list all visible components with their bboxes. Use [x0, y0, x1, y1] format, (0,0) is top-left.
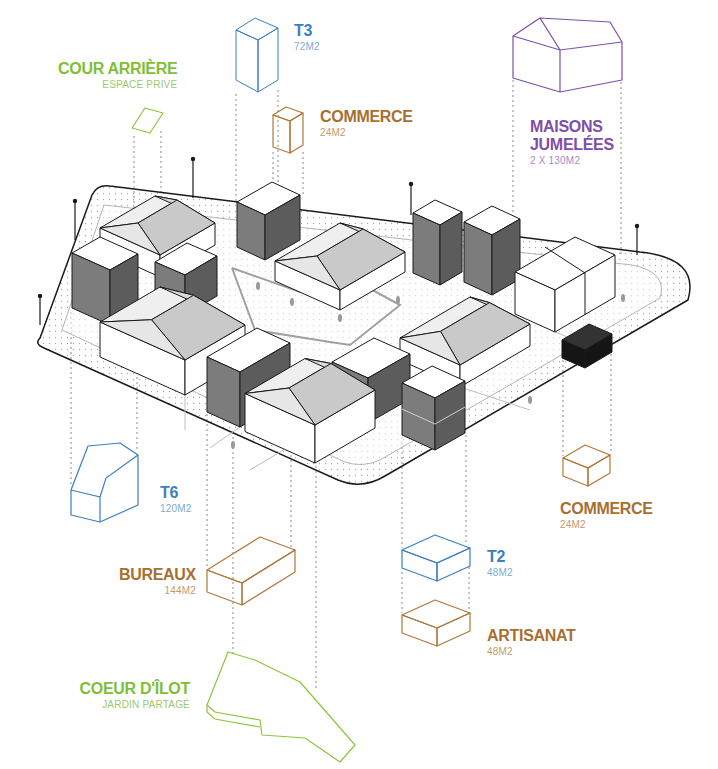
lot-area	[62, 205, 661, 465]
twin-houses	[515, 237, 615, 332]
callout-area: 48M2	[487, 566, 513, 579]
shop-volume	[273, 107, 303, 153]
callout-area: 144M2	[119, 584, 196, 597]
callout-label: COUR ARRIÈREESPACE PRIVE	[58, 60, 177, 91]
t3-volume	[236, 18, 278, 92]
callout-area: ESPACE PRIVE	[58, 78, 177, 91]
callout-title: T6	[160, 484, 192, 502]
building	[413, 200, 462, 285]
building	[237, 182, 300, 260]
house	[245, 359, 375, 464]
callout-title: ARTISANAT	[487, 627, 576, 645]
callout-title: COMMERCE	[560, 500, 653, 518]
callout-title: T2	[487, 548, 513, 566]
callout-label: COEUR D'ÎLOTJARDIN PARTAGÉ	[80, 680, 190, 711]
t2-volume	[402, 535, 470, 581]
shop-building	[562, 324, 612, 368]
yard-shape	[132, 108, 163, 133]
shop-volume	[563, 445, 610, 486]
callout-label: T248M2	[487, 548, 513, 579]
house	[275, 223, 405, 310]
callout-label: BUREAUX144M2	[119, 566, 196, 597]
building	[464, 206, 520, 295]
callout-area: 48M2	[487, 645, 576, 658]
t6-volume	[71, 443, 138, 522]
callout-title: COEUR D'ÎLOT	[80, 680, 190, 698]
callout-title: COUR ARRIÈRE	[58, 60, 177, 78]
callout-label: COMMERCE24M2	[560, 500, 653, 531]
callout-area: 120M2	[160, 502, 192, 515]
callout-label: T6120M2	[160, 484, 192, 515]
garden-shape	[207, 652, 355, 762]
block-ground	[38, 186, 690, 484]
workshop-volume	[402, 600, 470, 646]
office-volume	[207, 537, 295, 605]
callout-label: ARTISANAT48M2	[487, 627, 576, 658]
callout-title: T3	[294, 22, 320, 40]
twin-houses-volume	[513, 18, 622, 92]
callout-label: COMMERCE24M2	[320, 108, 413, 139]
callout-area: 24M2	[560, 518, 653, 531]
callout-label: T372M2	[294, 22, 320, 53]
callout-area: 72M2	[294, 40, 320, 53]
callout-label: MAISONS JUMELÉES2 X 130M2	[530, 118, 642, 167]
callout-area: JARDIN PARTAGÉ	[80, 698, 190, 711]
callout-area: 2 X 130M2	[530, 154, 642, 167]
callout-title: COMMERCE	[320, 108, 413, 126]
callout-title: MAISONS JUMELÉES	[530, 118, 642, 154]
callout-area: 24M2	[320, 126, 413, 139]
callout-title: BUREAUX	[119, 566, 196, 584]
building	[402, 366, 465, 450]
